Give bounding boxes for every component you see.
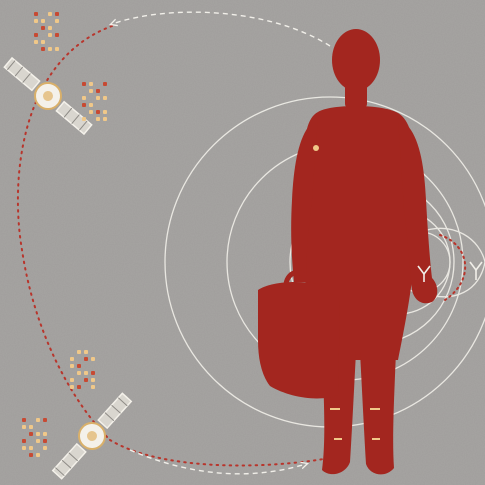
data-dot <box>70 364 74 368</box>
data-dot <box>34 12 38 16</box>
data-dot <box>22 425 26 429</box>
data-dot <box>41 19 45 23</box>
data-dot <box>84 357 88 361</box>
data-dot <box>84 371 88 375</box>
data-dot <box>48 33 52 37</box>
data-dot <box>29 453 33 457</box>
data-dot <box>55 47 59 51</box>
data-dot <box>36 418 40 422</box>
data-dot <box>96 110 100 114</box>
data-dot <box>89 103 93 107</box>
data-dot <box>41 26 45 30</box>
data-dot <box>82 117 86 121</box>
data-dot <box>77 385 81 389</box>
data-dot <box>34 33 38 37</box>
data-dot <box>34 40 38 44</box>
data-dot <box>84 378 88 382</box>
data-dot <box>91 357 95 361</box>
data-dot <box>41 40 45 44</box>
data-dot <box>96 117 100 121</box>
data-dot <box>43 432 47 436</box>
data-dot <box>48 47 52 51</box>
data-dot <box>41 47 45 51</box>
data-dot <box>103 117 107 121</box>
data-dot <box>36 453 40 457</box>
data-dot <box>91 385 95 389</box>
data-dot <box>82 82 86 86</box>
data-dot <box>55 33 59 37</box>
data-dot <box>55 19 59 23</box>
data-dot <box>77 371 81 375</box>
data-dot <box>77 350 81 354</box>
data-dot <box>103 96 107 100</box>
data-dot <box>82 103 86 107</box>
data-dot <box>103 82 107 86</box>
data-dot <box>22 439 26 443</box>
data-dot <box>55 12 59 16</box>
data-dot <box>34 19 38 23</box>
briefcase <box>258 282 340 398</box>
data-dot <box>43 418 47 422</box>
data-dot <box>48 26 52 30</box>
data-dot <box>29 425 33 429</box>
data-dot <box>82 96 86 100</box>
data-dot <box>89 89 93 93</box>
data-dot <box>96 89 100 93</box>
data-dot <box>70 378 74 382</box>
data-dot <box>70 357 74 361</box>
data-dot <box>22 418 26 422</box>
data-dot <box>48 12 52 16</box>
data-dot <box>36 432 40 436</box>
data-dot <box>89 82 93 86</box>
data-dot <box>77 364 81 368</box>
data-dot <box>89 110 93 114</box>
data-dot <box>91 371 95 375</box>
data-dot <box>84 350 88 354</box>
data-dot <box>29 446 33 450</box>
data-dot <box>22 446 26 450</box>
data-dot <box>36 439 40 443</box>
data-dot <box>43 439 47 443</box>
data-dot <box>103 110 107 114</box>
data-dot <box>29 432 33 436</box>
data-dot <box>70 385 74 389</box>
data-dot <box>91 378 95 382</box>
data-dot <box>43 446 47 450</box>
data-dot <box>96 96 100 100</box>
